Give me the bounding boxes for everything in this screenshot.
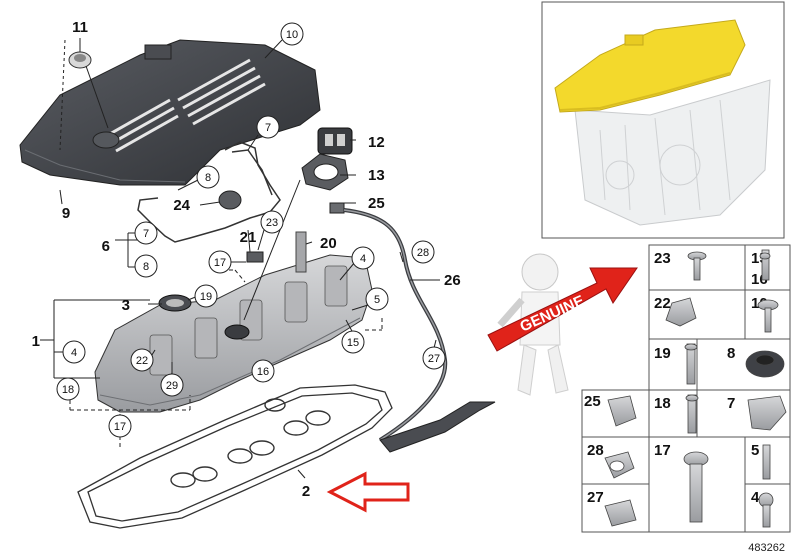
callout-6: 6 bbox=[102, 238, 110, 255]
callout-16: 16 bbox=[257, 366, 269, 378]
callout-27: 27 bbox=[428, 353, 440, 365]
callout-22: 22 bbox=[136, 355, 148, 367]
callout-26: 26 bbox=[444, 272, 461, 289]
callout-20: 20 bbox=[320, 235, 337, 252]
cell-label-7: 7 bbox=[727, 395, 735, 412]
callout-3: 3 bbox=[122, 297, 130, 314]
callout-13: 13 bbox=[368, 167, 385, 184]
callout-7a: 7 bbox=[265, 122, 271, 134]
pcv-valve bbox=[295, 231, 307, 273]
engine-cover bbox=[19, 39, 321, 186]
callout-1: 1 bbox=[32, 333, 40, 350]
callout-2: 2 bbox=[302, 483, 310, 500]
cell-label-8: 8 bbox=[727, 345, 735, 362]
cell-label-4: 4 bbox=[751, 489, 760, 506]
callouts: 11 10 7 12 13 8 24 9 25 23 28 7 8 6 21 2… bbox=[32, 19, 461, 500]
engine-inset bbox=[541, 1, 785, 239]
cell-label-19: 19 bbox=[654, 345, 671, 362]
cell-label-17: 17 bbox=[654, 442, 671, 459]
diagram-id: 483262 bbox=[748, 542, 785, 554]
callout-25: 25 bbox=[368, 195, 385, 212]
rubber-plug bbox=[218, 190, 242, 210]
callout-5: 5 bbox=[374, 294, 380, 306]
cell-label-5: 5 bbox=[751, 442, 759, 459]
callout-24: 24 bbox=[173, 197, 190, 214]
gasket-set bbox=[77, 384, 393, 529]
callout-23: 23 bbox=[266, 217, 278, 229]
callout-17b: 17 bbox=[114, 421, 126, 433]
parts-grid: 23 15 16 22 10 19 8 25 18 7 28 17 5 27 4 bbox=[581, 244, 791, 533]
callout-11: 11 bbox=[72, 19, 88, 36]
callout-10: 10 bbox=[286, 29, 298, 41]
callout-9: 9 bbox=[62, 205, 70, 222]
cell-label-28: 28 bbox=[587, 442, 604, 459]
oil-filler-cap-emblem bbox=[68, 51, 92, 69]
callout-8a: 8 bbox=[205, 172, 211, 184]
callout-19: 19 bbox=[200, 291, 212, 303]
callout-29: 29 bbox=[166, 380, 178, 392]
part-icons bbox=[604, 249, 787, 528]
cell-label-23: 23 bbox=[654, 250, 671, 267]
callout-15: 15 bbox=[347, 337, 359, 349]
callout-18: 18 bbox=[62, 384, 74, 396]
callout-28: 28 bbox=[417, 247, 429, 259]
cell-label-22: 22 bbox=[654, 295, 671, 312]
callout-12: 12 bbox=[368, 134, 385, 151]
callout-21: 21 bbox=[240, 229, 257, 246]
callout-4b: 4 bbox=[71, 347, 77, 359]
callout-17a: 17 bbox=[214, 257, 226, 269]
callout-8b: 8 bbox=[143, 261, 149, 273]
leader-lines bbox=[40, 38, 440, 479]
callout-4a: 4 bbox=[360, 253, 366, 265]
seal-ring bbox=[301, 153, 349, 191]
cell-label-25: 25 bbox=[584, 393, 601, 410]
sensor-housing bbox=[317, 127, 353, 155]
highlight-arrow bbox=[326, 471, 410, 513]
cell-label-27: 27 bbox=[587, 489, 604, 506]
vent-hose bbox=[329, 202, 496, 453]
cylinder-head-cover bbox=[94, 231, 373, 413]
bracket-outline bbox=[137, 141, 281, 243]
cell-label-18: 18 bbox=[654, 395, 671, 412]
callout-7b: 7 bbox=[143, 228, 149, 240]
